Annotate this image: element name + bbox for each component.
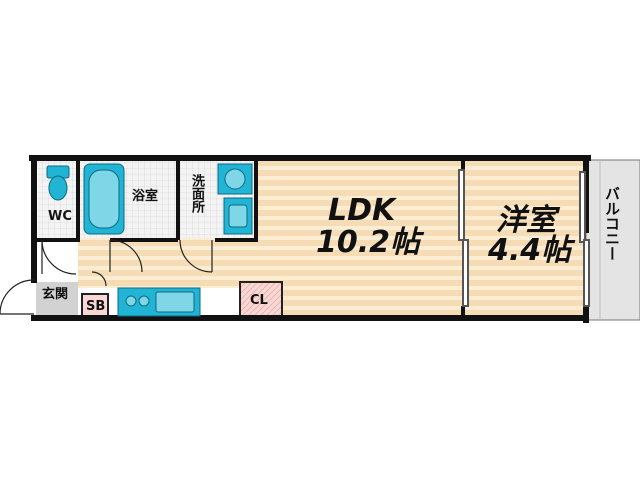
western-room-name: 洋室 (496, 203, 556, 238)
entrance-label: 玄関 (42, 287, 69, 302)
balcony-label: バルコニー (603, 186, 621, 261)
wc-label: WC (48, 209, 72, 224)
closet-label: CL (250, 293, 268, 308)
ldk-floor (258, 160, 463, 317)
kitchen-counter (117, 287, 201, 317)
balcony-area (585, 159, 640, 321)
ldk-name: LDK (328, 193, 396, 228)
washer-fixture (217, 163, 253, 195)
sink-fixture (223, 197, 253, 235)
shoe-box-label: SB (86, 299, 106, 314)
closet-floor (239, 281, 283, 319)
washroom-label: 洗面所 (189, 174, 204, 213)
western-room-floor (463, 160, 583, 317)
door-swings (0, 239, 213, 315)
entrance-floor (36, 282, 78, 318)
sliding-door (458, 169, 469, 307)
western-room-size: 4.4帖 (488, 233, 572, 268)
bathtub-fixture (83, 163, 125, 235)
bath-label: 浴室 (132, 189, 159, 204)
balcony-window (579, 171, 590, 307)
toilet-fixture (46, 165, 70, 201)
ldk-size: 10.2帖 (316, 225, 421, 260)
kitchen-floor (116, 240, 236, 288)
